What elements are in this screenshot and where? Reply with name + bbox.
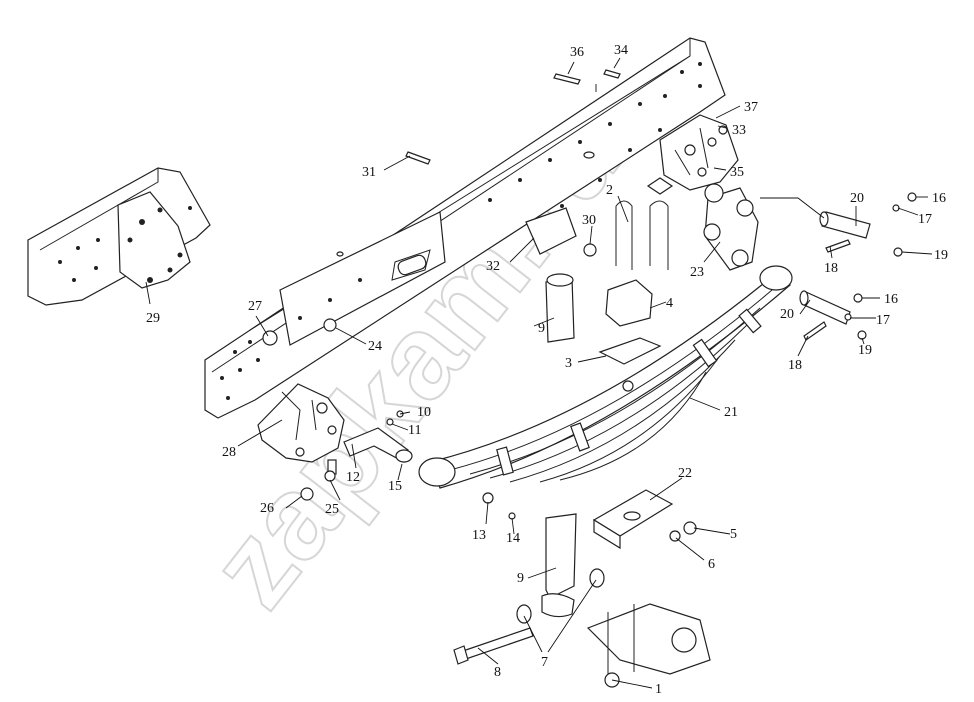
front-spring-bracket [257,383,345,463]
callout-27: 27 [248,299,262,314]
callout-37: 37 [744,100,758,115]
callout-16-upper: 16 [932,191,946,206]
u-bolts [615,200,669,270]
rubber-bump-stop [545,273,575,343]
callout-31: 31 [362,165,376,180]
leaf-spring [418,265,793,489]
callout-1: 1 [655,682,662,697]
callout-32: 32 [486,259,500,274]
callout-14: 14 [506,531,520,546]
callout-2: 2 [606,183,613,198]
callout-7: 7 [541,655,548,670]
shackle-pin-upper [819,211,871,239]
callout-16-lower: 16 [884,292,898,307]
callout-18-upper: 18 [824,261,838,276]
frame-section-left [27,167,211,306]
callout-19-lower: 19 [858,343,872,358]
callout-18-lower: 18 [788,358,802,373]
bolt-8 [453,627,534,665]
callout-23: 23 [690,265,704,280]
callout-11: 11 [408,423,421,438]
spring-shackle [703,183,759,271]
callout-35: 35 [730,165,744,180]
callout-17-upper: 17 [918,212,932,227]
callout-5: 5 [730,527,737,542]
callout-20-lower: 20 [780,307,794,322]
shock-absorber [516,513,605,624]
fasteners [262,69,917,688]
shackle-pin-lower [799,290,851,325]
callout-33: 33 [732,123,746,138]
axle-bracket-lower [586,603,711,680]
callout-28: 28 [222,445,236,460]
rear-shackle-bracket [646,114,739,195]
spring-pad-and-spacer [598,279,662,365]
callout-30: 30 [582,213,596,228]
callout-8: 8 [494,665,501,680]
callout-34: 34 [614,43,628,58]
callout-17-lower: 17 [876,313,890,328]
leader-lines [145,57,933,689]
callout-13: 13 [472,528,486,543]
front-shackle-arm [343,427,413,463]
callout-12: 12 [346,470,360,485]
callout-3: 3 [565,356,572,371]
callout-21: 21 [724,405,738,420]
callout-25: 25 [325,502,339,517]
callout-9-lower: 9 [517,571,524,586]
callout-4: 4 [666,296,673,311]
callout-20-upper: 20 [850,191,864,206]
callout-29: 29 [146,311,160,326]
callout-labels: 1 2 3 4 5 6 7 8 9 9 10 11 12 13 14 15 16… [146,43,948,697]
callout-24: 24 [368,339,382,354]
callout-15: 15 [388,479,402,494]
callout-6: 6 [708,557,715,572]
axle-plate-upper [592,489,674,550]
callout-9-upper: 9 [538,321,545,336]
callout-36: 36 [570,45,584,60]
callout-10: 10 [417,405,431,420]
callout-19-upper: 19 [934,248,948,263]
callout-22: 22 [678,466,692,481]
callout-26: 26 [260,501,274,516]
